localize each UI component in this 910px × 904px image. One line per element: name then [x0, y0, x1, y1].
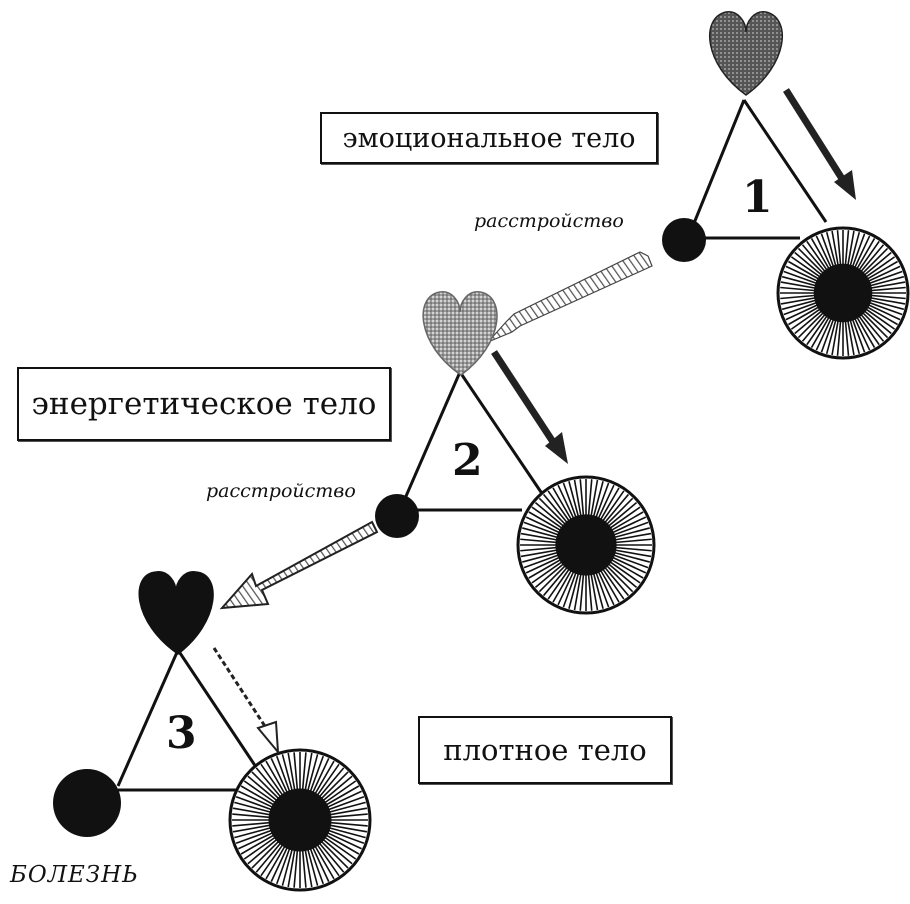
- dense-body-label: плотное тело: [418, 716, 672, 784]
- disorder-label-level-2: расстройство: [206, 480, 356, 502]
- disease-label: БОЛЕЗНЬ: [10, 862, 139, 888]
- disorder-label-level-1: расстройство: [474, 210, 624, 232]
- triangle-level-2: 2: [398, 371, 547, 512]
- heart-icon: [708, 11, 784, 96]
- radial-sun-icon: [516, 475, 656, 615]
- level-2-number: 2: [452, 435, 483, 486]
- hatched-arrow-level-2-to-3: [219, 520, 379, 610]
- flow-arrow-heart-to-sun-2: [491, 350, 568, 464]
- radial-sun-icon: [776, 226, 910, 360]
- emotional-body-label: эмоциональное тело: [320, 112, 658, 164]
- dot-icon: [662, 218, 706, 262]
- heart-icon: [422, 291, 498, 376]
- hatched-arrow-level-1-to-2: [487, 251, 653, 343]
- triangle-level-3: 3: [116, 649, 264, 792]
- energy-body-label: энергетическое тело: [17, 367, 391, 441]
- level-3-number: 3: [166, 708, 197, 759]
- flow-arrow-heart-to-sun-3: [212, 647, 280, 756]
- dot-icon: [375, 494, 419, 538]
- flow-arrow-heart-to-sun-1: [783, 88, 856, 200]
- radial-sun-icon: [228, 748, 372, 892]
- dot-icon: [53, 769, 121, 837]
- heart-icon: [138, 571, 214, 655]
- triangle-level-1: 1: [686, 99, 828, 240]
- level-1-number: 1: [742, 172, 773, 223]
